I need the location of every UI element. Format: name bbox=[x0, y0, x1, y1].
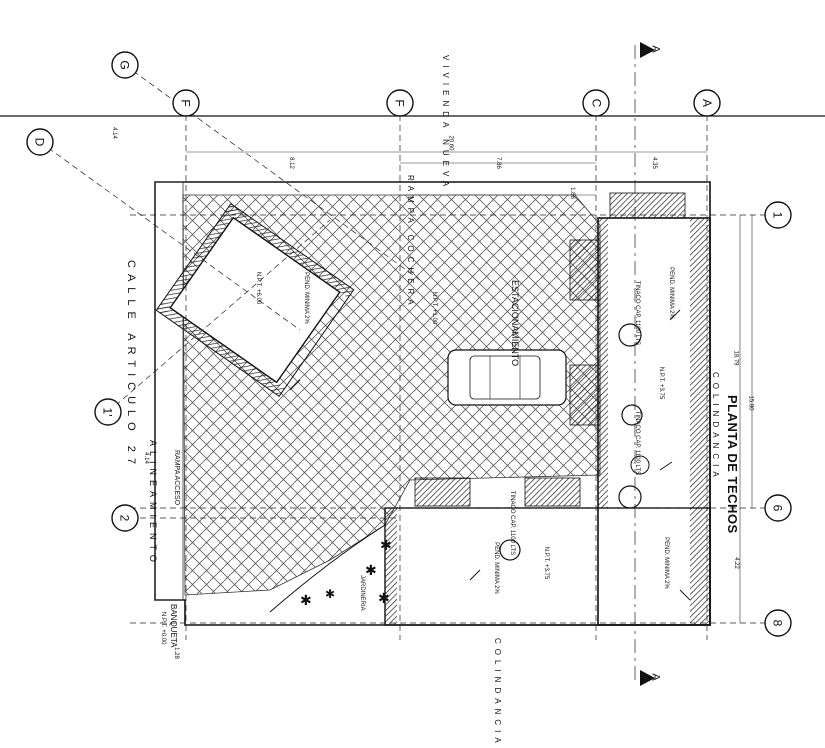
axis-bubble-f1 bbox=[172, 89, 200, 117]
axis-label-6: 6 bbox=[770, 504, 785, 512]
tank-circle-2 bbox=[621, 404, 643, 426]
slope-arrow-3 bbox=[679, 589, 691, 601]
tank-circle-1 bbox=[618, 323, 642, 347]
axis-label-8: 8 bbox=[770, 619, 785, 627]
tank-circle-5 bbox=[499, 539, 521, 561]
dim-2060: 20.60 bbox=[447, 135, 454, 151]
diagonal-pavilion bbox=[155, 203, 355, 397]
note-pend-2b: PEND. MINIMA 2% bbox=[662, 537, 669, 589]
vivienda-nueva-label: VIVIENDA NUEVA bbox=[441, 55, 450, 192]
axis-bubble-f2 bbox=[386, 89, 414, 117]
tank-circle-4 bbox=[618, 485, 642, 509]
axis-label-c: C bbox=[589, 98, 604, 108]
note-npt-4: N.P.T. +1.00 bbox=[431, 291, 438, 325]
roof-parapet-hatch-2 bbox=[598, 218, 608, 508]
svg-text:✱: ✱ bbox=[378, 590, 390, 606]
lower-roof-hatch bbox=[385, 508, 397, 625]
axis-bubble-g bbox=[111, 51, 139, 79]
note-tinaco-2: TINACO CAP. 1100 LTS bbox=[634, 410, 641, 476]
dim-186: 1.86 bbox=[568, 187, 575, 199]
note-pend-2d: PEND. MINIMA 2% bbox=[302, 272, 309, 324]
dim-1879: 18.79 bbox=[732, 350, 739, 366]
svg-text:✱: ✱ bbox=[300, 592, 312, 608]
note-tinaco-3: TINACO CAP. 1100 LTS bbox=[509, 490, 516, 556]
axis-label-f2: F bbox=[392, 99, 407, 107]
section-label-top: A bbox=[649, 45, 662, 53]
svg-text:✱: ✱ bbox=[325, 587, 335, 601]
axis-bubble-1p bbox=[94, 398, 122, 426]
axis-bubble-6 bbox=[764, 494, 792, 522]
estacionamiento-label: ESTACIONAMIENTO bbox=[510, 280, 520, 367]
rampa-acceso-label: RAMPA ACCESO bbox=[173, 450, 180, 506]
note-npt-3: N.P.T. +3.75 bbox=[543, 546, 550, 580]
axis-label-g: G bbox=[117, 60, 132, 70]
dim-812: 8.12 bbox=[287, 157, 294, 169]
axis-bubble-1 bbox=[764, 201, 792, 229]
car-outline bbox=[447, 349, 567, 406]
axis-label-d: D bbox=[32, 137, 47, 147]
slope-arrow-2 bbox=[659, 461, 673, 471]
note-tinaco-1: TINACO CAP. 1100 LTS bbox=[634, 280, 641, 346]
top-step bbox=[609, 192, 686, 219]
street-name-label: CALLE ARTICULO 27 bbox=[125, 260, 137, 471]
banqueta-npt-label: N.P.T. +0.00 bbox=[160, 612, 166, 645]
colindancia-top-label: COLINDANCIA bbox=[711, 372, 720, 482]
section-marker-bottom bbox=[640, 670, 655, 686]
parking-bay-1 bbox=[569, 239, 601, 301]
parking-bay-2 bbox=[569, 364, 601, 426]
banqueta-label: BANQUETA bbox=[169, 604, 178, 648]
axis-bubble-8 bbox=[764, 609, 792, 637]
dim-414a: 4.14 bbox=[110, 127, 117, 139]
slope-arrow-1 bbox=[669, 309, 681, 321]
roof-parapet-hatch bbox=[690, 218, 710, 625]
slope-arrow-5 bbox=[289, 379, 301, 391]
sidewalk-strip bbox=[154, 181, 184, 601]
axis-label-2: 2 bbox=[117, 514, 132, 522]
axis-bubble-a bbox=[693, 89, 721, 117]
svg-text:✱: ✱ bbox=[365, 562, 377, 578]
axis-label-1: 1 bbox=[770, 211, 785, 219]
drawing-title: PLANTA DE TECHOS bbox=[725, 395, 740, 534]
section-label-bottom: A bbox=[649, 673, 662, 681]
section-marker-top bbox=[640, 42, 655, 58]
axis-label-f1: F bbox=[178, 99, 193, 107]
garden-edge bbox=[269, 524, 386, 613]
note-npt-1: N.P.T. +6.00 bbox=[255, 271, 262, 305]
dim-1580: 15.80 bbox=[747, 395, 754, 411]
dim-786: 7.86 bbox=[494, 157, 501, 169]
dim-414b: 4.14 bbox=[142, 452, 149, 464]
diag-line-1p bbox=[107, 219, 331, 413]
diag-line-d bbox=[39, 141, 301, 331]
dim-422: 4.22 bbox=[732, 557, 739, 569]
alineamiento-label: ALINEAMIENTO bbox=[148, 440, 158, 567]
colindancia-bottom-label: COLINDANCIA bbox=[493, 638, 502, 748]
entry-step-2 bbox=[524, 477, 581, 507]
jardineria-label: JARDINERIA bbox=[359, 575, 365, 611]
axis-bubble-2 bbox=[111, 504, 139, 532]
slope-arrow-4 bbox=[469, 569, 481, 581]
garden-stars: ✱ ✱ ✱ ✱ ✱ bbox=[300, 537, 392, 608]
entry-step-1 bbox=[414, 477, 471, 507]
dim-128: 1.28 bbox=[172, 647, 179, 659]
rampa-cochera-label: RAMPA COCHERA bbox=[406, 175, 415, 310]
tank-circle-3 bbox=[630, 455, 650, 475]
axis-bubble-d bbox=[26, 128, 54, 156]
svg-text:✱: ✱ bbox=[380, 537, 392, 553]
dim-435: 4.35 bbox=[650, 157, 657, 169]
roof-plan-drawing: ✱ ✱ ✱ ✱ ✱ bbox=[0, 42, 825, 686]
note-pend-2c: PEND. MINIMA 2% bbox=[492, 542, 499, 594]
axis-label-a: A bbox=[700, 98, 715, 108]
note-pend-2a: PEND. MINIMA 2% bbox=[667, 267, 674, 319]
axis-label-1p: 1' bbox=[100, 407, 115, 417]
note-npt-2: N.P.T. +3.75 bbox=[658, 366, 665, 400]
axis-bubble-c bbox=[582, 89, 610, 117]
